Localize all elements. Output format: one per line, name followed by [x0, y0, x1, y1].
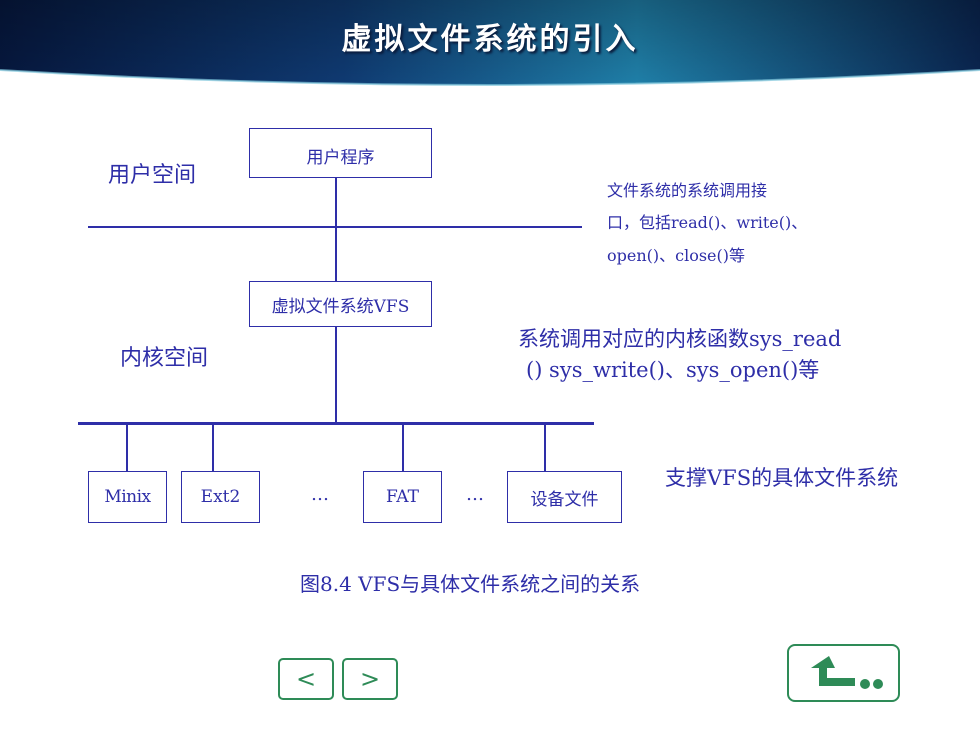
device-file-box: 设备文件	[507, 471, 622, 523]
next-button[interactable]: >	[342, 658, 398, 700]
page-title: 虚拟文件系统的引入	[341, 22, 639, 57]
ext2-box: Ext2	[181, 471, 260, 523]
syscall-annotation-line1: 文件系统的系统调用接	[607, 181, 768, 200]
header-banner: 虚拟文件系统的引入	[0, 0, 980, 92]
connector-user-vfs	[335, 177, 337, 281]
fat-box: FAT	[363, 471, 442, 523]
kernel-functions-annotation-line2: () sys_write()、sys_open()等	[526, 358, 820, 382]
return-button[interactable]	[787, 644, 900, 702]
connector-fat	[402, 425, 404, 471]
user-space-label: 用户空间	[108, 163, 197, 188]
concrete-fs-annotation: 支撑VFS的具体文件系统	[665, 466, 899, 490]
vfs-box: 虚拟文件系统VFS	[249, 281, 432, 327]
header-background	[0, 0, 980, 86]
kernel-functions-annotation-line1: 系统调用对应的内核函数sys_read	[518, 327, 842, 351]
user-program-box: 用户程序	[249, 128, 432, 178]
prev-button[interactable]: <	[278, 658, 334, 700]
connector-ext2	[212, 425, 214, 471]
return-arrow-icon	[811, 656, 883, 689]
ellipsis-2: …	[466, 484, 484, 505]
ellipsis-1: …	[311, 484, 329, 505]
connector-device-file	[544, 425, 546, 471]
minix-box: Minix	[88, 471, 167, 523]
syscall-annotation-line3: open()、close()等	[607, 246, 746, 265]
figure-caption: 图8.4 VFS与具体文件系统之间的关系	[300, 572, 641, 596]
connector-vfs-bus	[335, 326, 337, 423]
kernel-space-label: 内核空间	[120, 346, 209, 371]
syscall-annotation-line2: 口，包括read()、write()、	[607, 213, 808, 232]
connector-minix	[126, 425, 128, 471]
filesystem-bus	[78, 422, 594, 425]
